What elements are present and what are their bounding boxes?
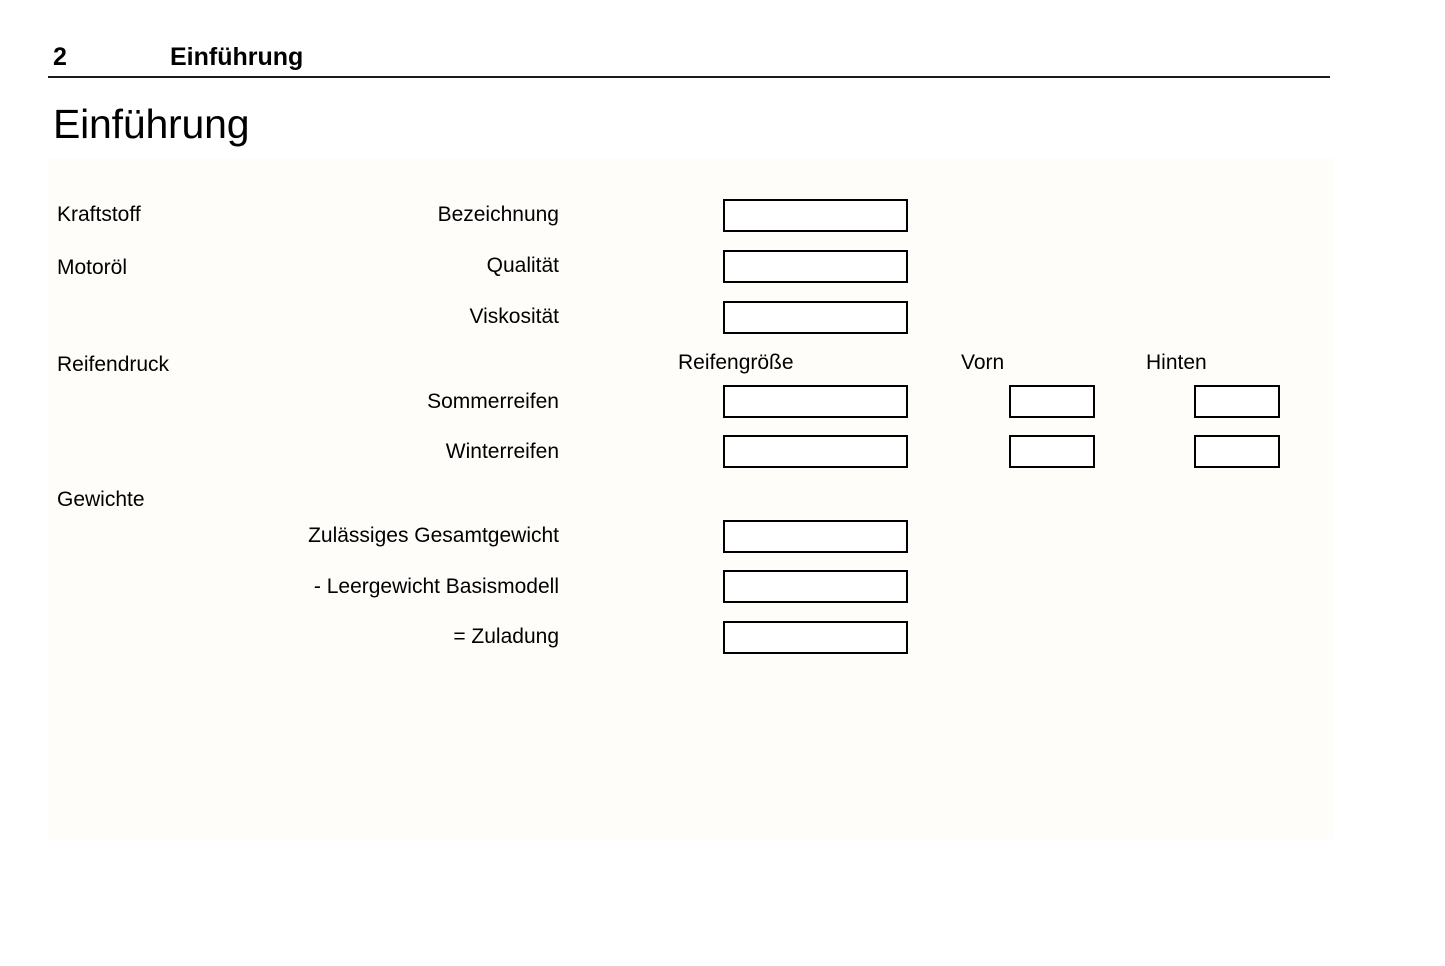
column-header-tire-size: Reifengröße	[678, 351, 794, 374]
input-leergewicht-basismodell[interactable]	[723, 570, 908, 603]
section-label-fuel: Kraftstoff	[57, 203, 141, 226]
row-label-sommerreifen: Sommerreifen	[427, 390, 559, 413]
input-sommerreifen-rear[interactable]	[1194, 385, 1280, 418]
input-qualitaet[interactable]	[723, 250, 908, 283]
row-label-winterreifen: Winterreifen	[445, 440, 559, 463]
field-label-viskositaet: Viskosität	[469, 305, 560, 328]
input-zuladung[interactable]	[723, 621, 908, 654]
input-winterreifen-rear[interactable]	[1194, 435, 1280, 468]
field-label-qualitaet: Qualität	[486, 254, 559, 277]
input-sommerreifen-size[interactable]	[723, 385, 908, 418]
page-title: Einführung	[53, 101, 250, 147]
field-label-bezeichnung: Bezeichnung	[437, 203, 559, 226]
section-label-tire-pressure: Reifendruck	[57, 353, 170, 376]
header-rule-divider	[48, 76, 1330, 78]
input-viskositaet[interactable]	[723, 301, 908, 334]
running-header: 2 Einführung	[48, 42, 1330, 78]
field-label-zulaessiges-gesamtgewicht: Zulässiges Gesamtgewicht	[308, 524, 559, 547]
section-label-weights: Gewichte	[57, 488, 145, 511]
input-winterreifen-size[interactable]	[723, 435, 908, 468]
input-zulaessiges-gesamtgewicht[interactable]	[723, 520, 908, 553]
column-header-front: Vorn	[961, 351, 1005, 374]
column-header-rear: Hinten	[1146, 351, 1207, 374]
chapter-name: Einführung	[170, 43, 304, 71]
section-label-engine-oil: Motoröl	[57, 256, 128, 279]
input-sommerreifen-front[interactable]	[1009, 385, 1095, 418]
field-label-leergewicht-basismodell: - Leergewicht Basismodell	[313, 575, 559, 598]
input-winterreifen-front[interactable]	[1009, 435, 1095, 468]
field-label-zuladung: = Zuladung	[453, 625, 559, 648]
vehicle-data-form-panel: Kraftstoff Bezeichnung Motoröl Qualität …	[48, 158, 1334, 841]
input-bezeichnung[interactable]	[723, 199, 908, 232]
page-number: 2	[53, 43, 67, 71]
